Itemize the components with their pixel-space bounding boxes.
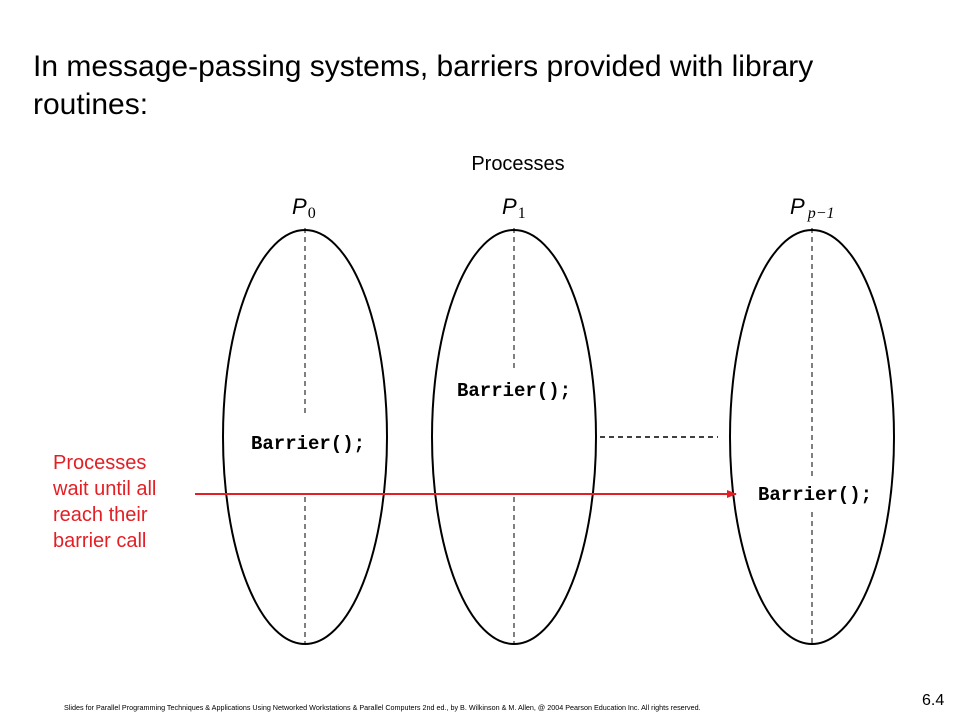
slide-footer: Slides for Parallel Programming Techniqu… [64, 703, 701, 712]
process-1-label: P1 [502, 194, 526, 222]
process-0-barrier-call: Barrier(); [251, 433, 365, 455]
wait-note: Processes wait until all reach their bar… [53, 450, 193, 554]
processes-heading: Processes [471, 153, 564, 175]
wait-note-line: reach their [53, 504, 148, 526]
process-1-barrier-call: Barrier(); [457, 380, 571, 402]
page-number: 6.4 [922, 692, 945, 709]
process-0-label: P0 [292, 194, 316, 222]
wait-note-line: barrier call [53, 530, 147, 552]
process-last-barrier-call: Barrier(); [758, 484, 872, 506]
process-0: P0 Barrier(); [222, 194, 388, 645]
slide-title: In message-passing systems, barriers pro… [33, 50, 814, 121]
process-1: P1 Barrier(); [431, 194, 597, 645]
wait-note-line: Processes [53, 452, 147, 474]
wait-note-line: wait until all [53, 478, 157, 500]
